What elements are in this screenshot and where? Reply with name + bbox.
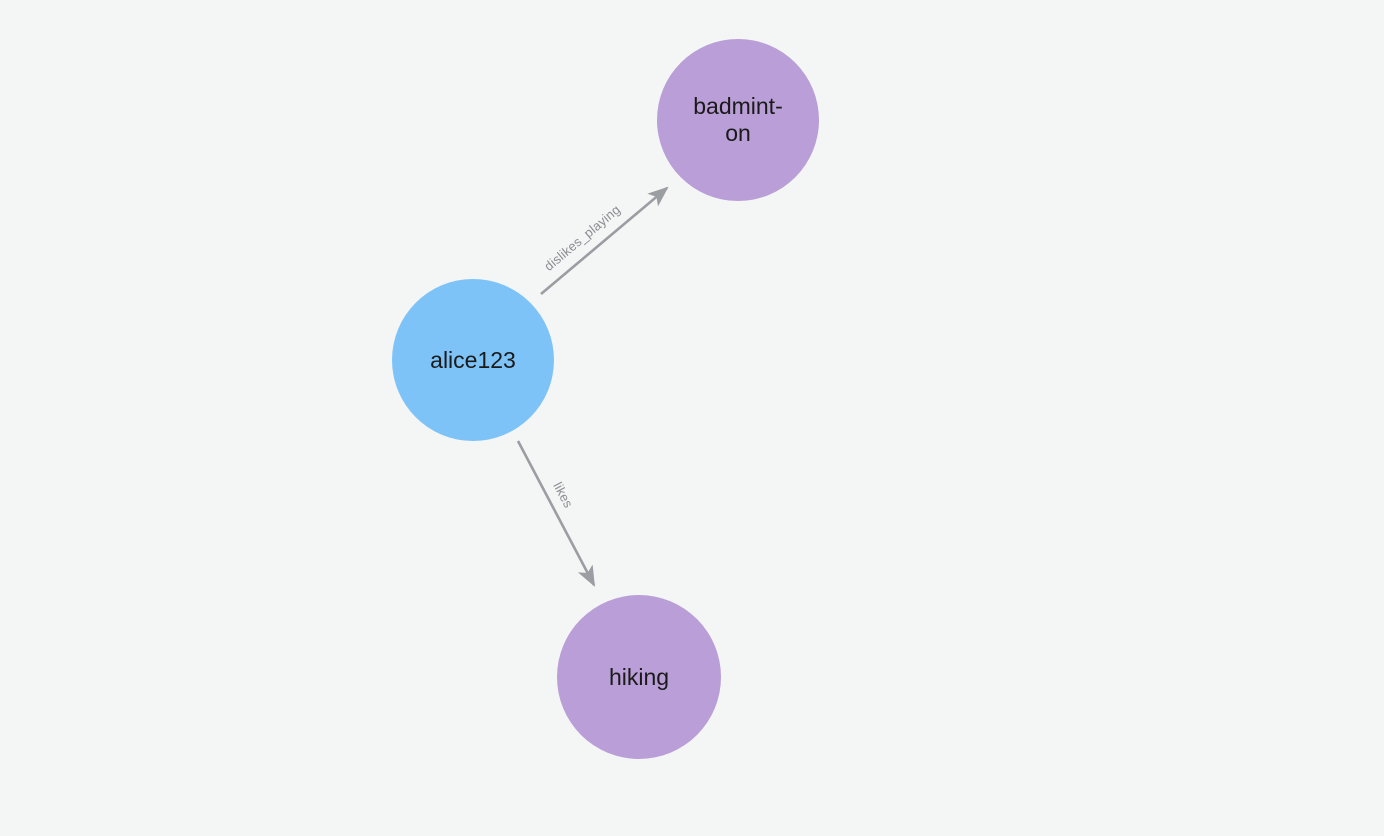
node-label-badminton: badmint- on: [693, 93, 783, 146]
edge-line-likes: [516, 440, 596, 587]
node-label-hiking: hiking: [608, 663, 670, 690]
node-label-alice123: alice123: [430, 346, 516, 373]
edge-dislikes-playing[interactable]: [540, 186, 669, 295]
edge-likes[interactable]: [516, 440, 596, 587]
node-badminton[interactable]: badmint- on: [657, 39, 819, 201]
node-hiking[interactable]: hiking: [557, 595, 721, 759]
node-alice123[interactable]: alice123: [392, 279, 554, 441]
edge-line-dislikes-playing: [540, 186, 669, 295]
